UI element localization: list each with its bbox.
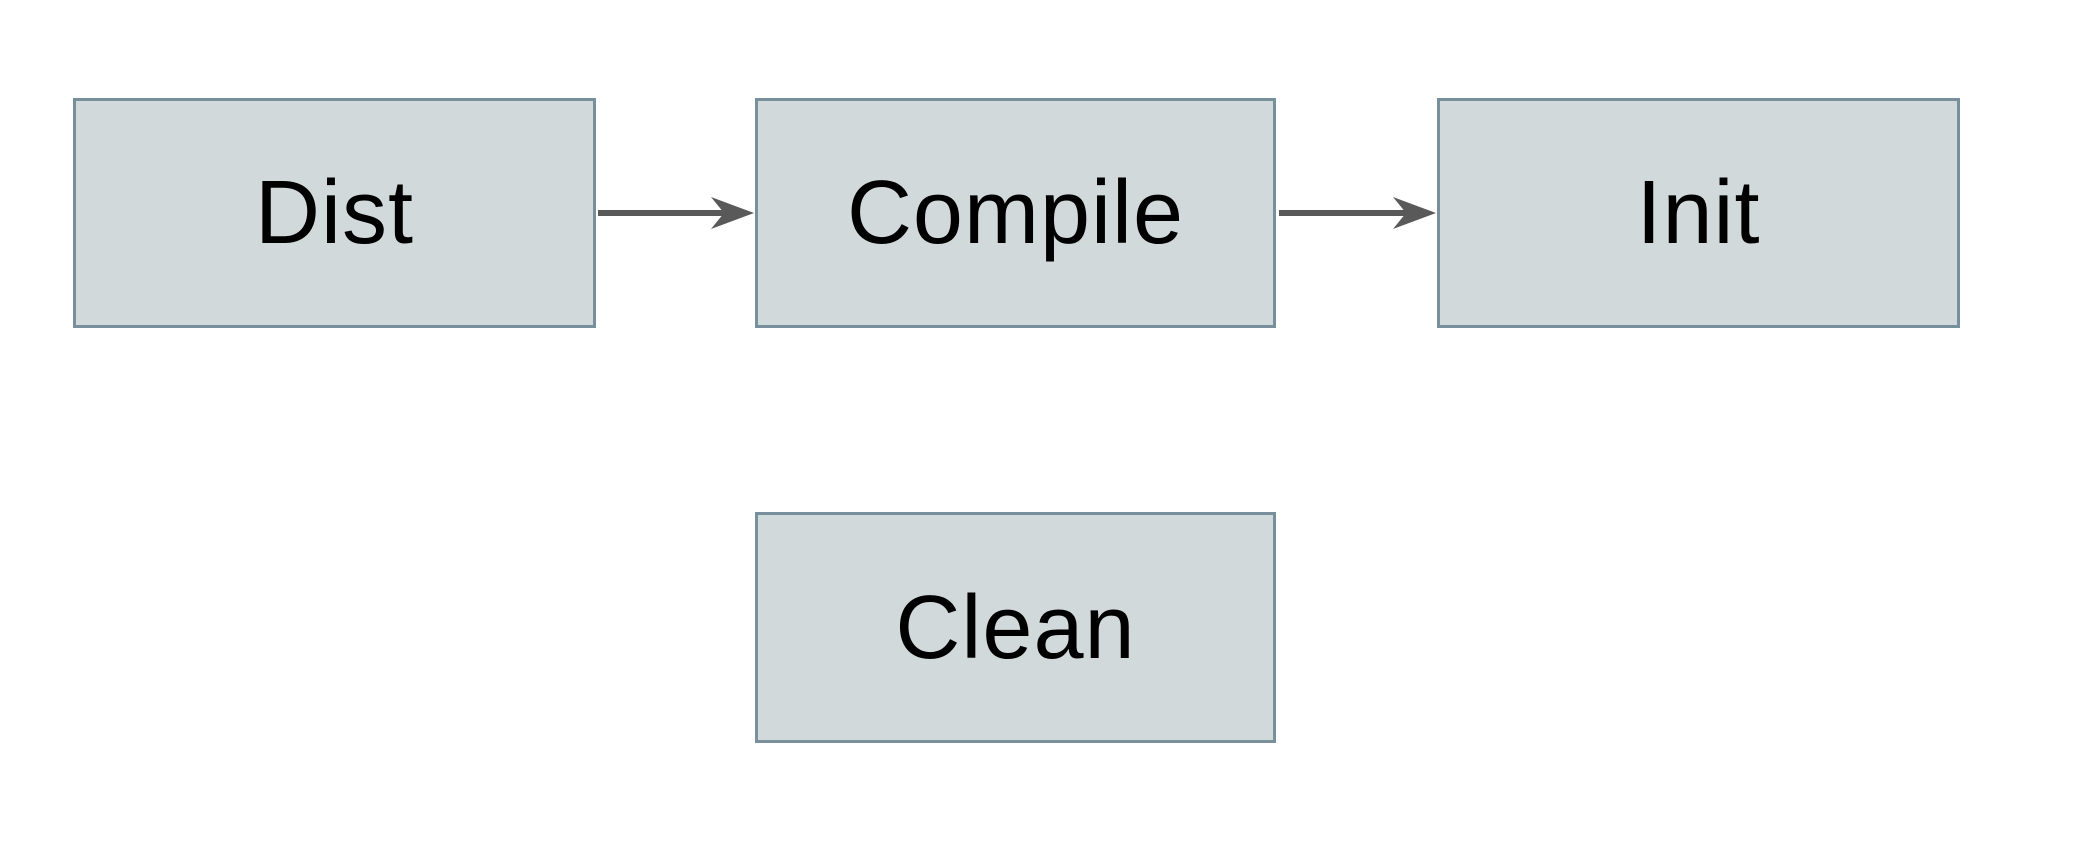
node-dist[interactable]: Dist — [73, 98, 596, 328]
node-init-label: Init — [1636, 163, 1761, 263]
node-compile[interactable]: Compile — [755, 98, 1276, 328]
arrowhead-icon — [711, 197, 754, 229]
arrowhead-icon — [1393, 197, 1436, 229]
node-dist-label: Dist — [255, 163, 414, 263]
arrow-dist-to-compile[interactable] — [598, 197, 754, 229]
node-clean[interactable]: Clean — [755, 512, 1276, 743]
arrow-compile-to-init[interactable] — [1279, 197, 1436, 229]
node-compile-label: Compile — [846, 163, 1185, 263]
node-init[interactable]: Init — [1437, 98, 1960, 328]
node-clean-label: Clean — [895, 577, 1136, 678]
